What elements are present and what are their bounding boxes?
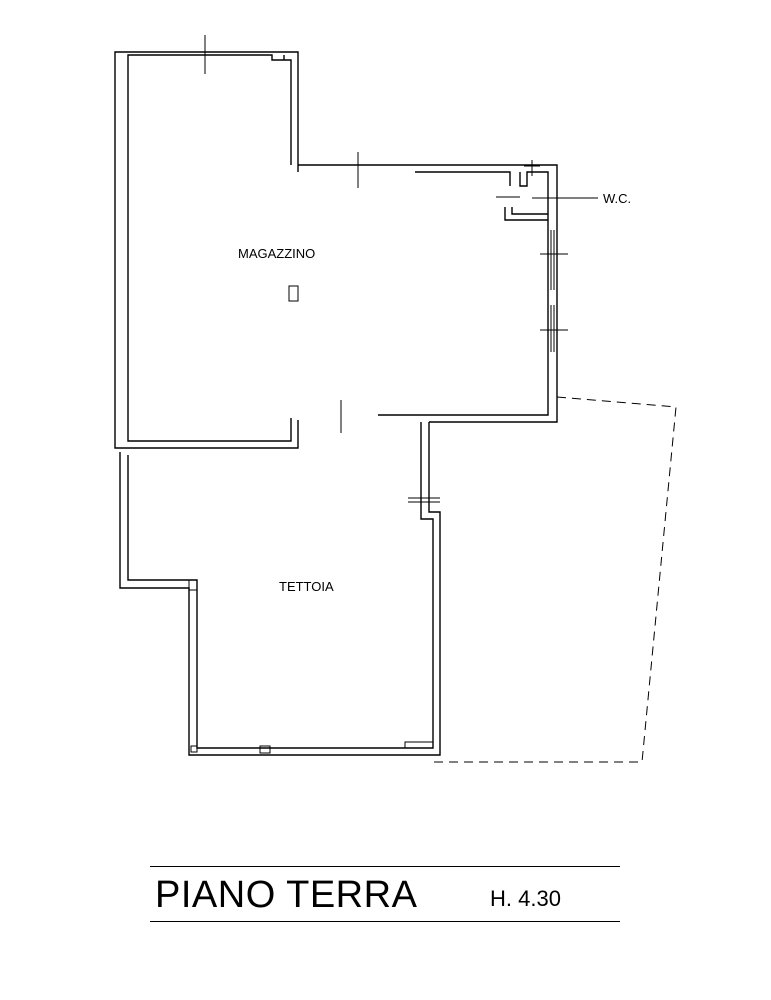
canopy-column-ne xyxy=(188,579,198,591)
column-marker xyxy=(288,285,299,302)
storage-outer-wall xyxy=(114,51,299,449)
canopy-column-sw xyxy=(190,745,198,753)
canopy-inner-wall xyxy=(127,422,434,749)
storage-east-inner-wall xyxy=(415,171,511,186)
canopy-room-label: TETTOIA xyxy=(279,579,334,594)
wc-label: W.C. xyxy=(603,191,631,206)
storage-room-label: MAGAZZINO xyxy=(238,246,315,261)
floor-title: PIANO TERRA xyxy=(155,874,418,916)
floor-height: H. 4.30 xyxy=(490,886,561,911)
wc-partition-inner xyxy=(511,207,548,215)
storage-east-inner-wall-2 xyxy=(378,171,549,416)
storage-inner-wall xyxy=(127,54,292,442)
canopy-outer-wall xyxy=(119,422,441,756)
canopy-column-s xyxy=(259,745,271,754)
storage-east-outer-wall xyxy=(298,164,558,423)
title-block: PIANO TERRA H. 4.30 xyxy=(150,866,620,922)
external-area-outline xyxy=(433,396,677,763)
canopy-column-se xyxy=(404,741,433,748)
wc-partition xyxy=(504,207,548,221)
